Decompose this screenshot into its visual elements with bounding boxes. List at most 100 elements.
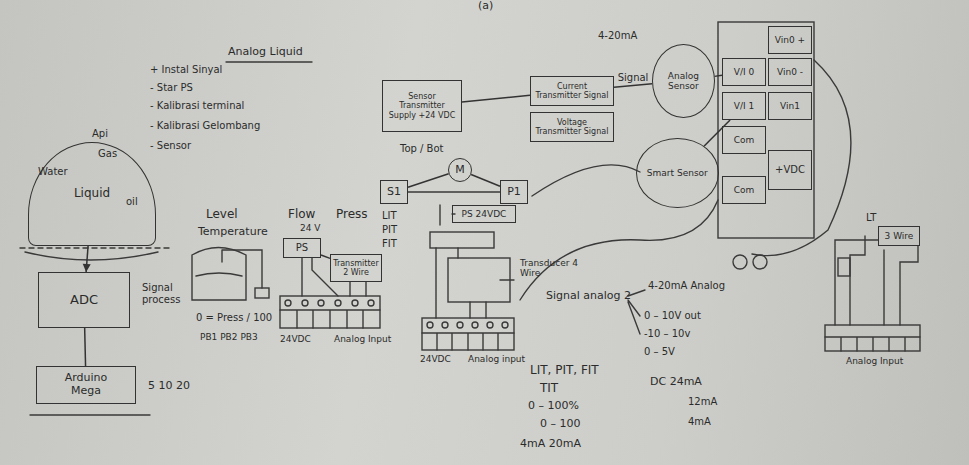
board-label: Press [336,208,368,222]
board-label: -10 – 10v [644,328,690,340]
adc-box: ADC [38,272,130,328]
sensor-ellipse: Smart Sensor [636,138,719,208]
board-label: 0 – 5V [644,346,675,358]
node-text: M [455,164,465,177]
board-label: 12mA [688,396,717,408]
terminal-cells [280,310,380,328]
arrowhead [83,264,91,272]
connector-line [614,84,652,87]
dashed-line [20,247,170,248]
node-text: ADC [70,293,98,308]
node-text: Smart Sensor [647,168,708,178]
wire [532,165,640,196]
dome-base [25,252,158,260]
terminal-strip [422,318,514,350]
board-label: Analog Liquid [228,46,303,59]
board-label: 24VDC [420,354,451,364]
board-label: 0 – 100 [540,418,581,431]
board-label: 0 = Press / 100 [196,312,272,324]
board-label: - Sensor [150,140,191,152]
terminal-cell: V/I 1 [722,92,766,120]
board-line [30,414,150,415]
node-text: S1 [387,186,401,199]
connector-line [462,95,530,102]
board-label: 0 – 100% [528,400,579,413]
board-label: Analog input [468,354,525,364]
terminal-cells [422,333,514,350]
node-text: Vin0 + [775,35,805,45]
board-label: 4mA [688,416,711,428]
node-text: Current Transmitter Signal [534,82,610,100]
board-label: 4-20mA [598,30,637,42]
board-label: LIT [382,210,397,222]
pipe-line [408,191,500,192]
board-label: LT [866,212,876,224]
board-label: + Instal Sinyal [150,64,222,76]
transmitter-box: Voltage Transmitter Signal [530,112,614,142]
board-label: PB1 PB2 PB3 [200,332,258,342]
node-text: Arduino [65,372,108,385]
board-label: oil [126,196,138,208]
terminal-cell: Com [722,176,766,204]
connector-line [408,174,449,188]
pump-box: P1 [500,180,528,204]
terminal-cell: Com [722,126,766,154]
edge-label: Signal [616,72,651,83]
board-label: 0 – 10V out [644,310,701,322]
liquid-region: Liquid [28,142,156,246]
node-text: Liquid [74,187,110,201]
connector-line [321,255,330,258]
tank-symbol [192,248,246,301]
board-label: Signal analog 2 [546,290,631,303]
node-text: V/I 0 [734,67,754,77]
terminal-cell: Vin0 - [768,58,812,86]
node-text: Sensor Transmitter Supply +24 VDC [386,92,458,120]
connector-symbol [733,255,747,269]
terminal-strip [280,296,380,328]
board-label: - Star PS [150,82,193,94]
board-label: 4mA 20mA [520,438,581,451]
node-text: Voltage Transmitter Signal [534,118,610,136]
resistor-symbol [838,258,850,276]
board-label: TIT [540,382,558,396]
board-label: (a) [478,0,493,13]
board-label: 5 10 20 [148,380,190,393]
board-label: 4-20mA Analog [648,280,725,292]
board-label: Flow [288,208,315,222]
board-label: PIT [382,224,397,236]
node-text: PS [296,242,308,254]
wire [222,250,262,288]
board-label: Water [38,166,68,178]
sensor-ellipse: Analog Sensor [652,44,715,118]
sensor-symbol [255,288,269,298]
transmitter-box: Current Transmitter Signal [530,76,614,106]
board-label: FIT [382,238,397,250]
liquid-level [196,273,242,276]
board-label: Top / Bot [400,143,444,155]
connector-symbol [753,255,767,269]
connector-line [715,75,722,76]
board-label: 24VDC [280,334,311,344]
node-text: Mega [71,385,101,398]
board-label: Signal process [142,282,198,305]
board-label: Analog Input [334,334,391,344]
node-text: Vin1 [780,101,800,111]
node-text: Com [734,135,755,145]
terminal-cells [825,337,920,351]
arduino-box: ArduinoMega [36,366,136,404]
connector-line [704,120,730,146]
node-text: Transmitter 2 Wire [333,259,379,277]
board-label: Gas [98,148,117,160]
node-text: V/I 1 [734,101,754,111]
board-label: - Kalibrasi Gelombang [150,120,260,132]
board-label: Api [92,128,108,140]
board-label: LIT, PIT, FIT [530,364,599,378]
node-text: Analog Sensor [656,71,711,92]
node-text: Com [734,185,755,195]
terminal-cell: Vin1 [768,92,812,120]
wire [436,248,514,318]
connector-line [84,328,86,366]
node-text: Vin0 - [777,67,803,77]
